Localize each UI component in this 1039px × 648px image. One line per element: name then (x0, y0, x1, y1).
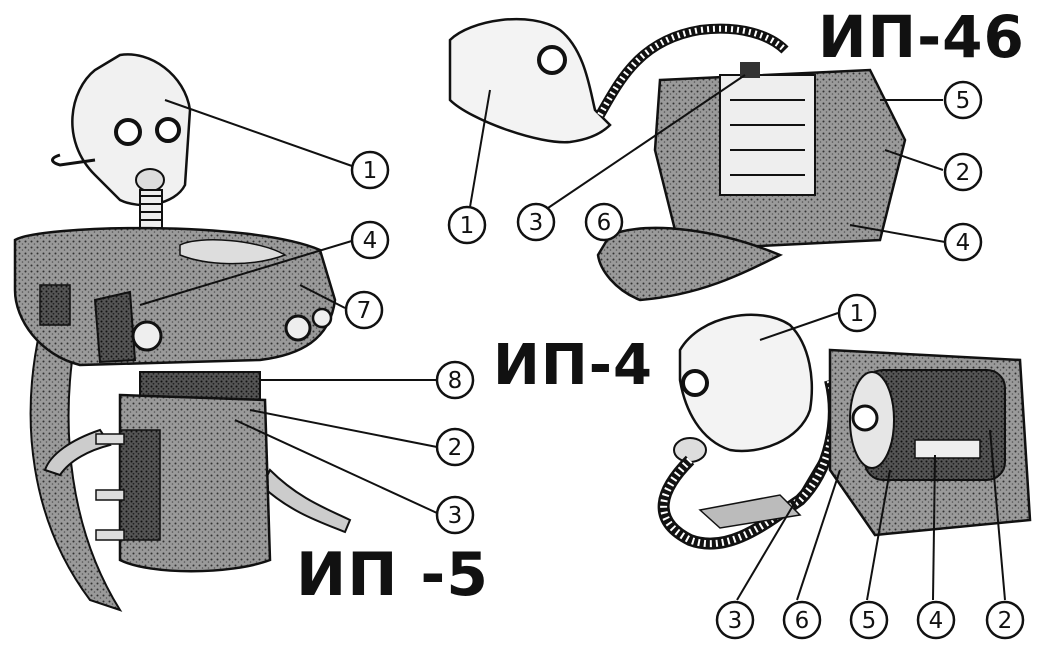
callout-circle-ip4-2 (985, 600, 1025, 640)
callout-circle-ip46-5 (943, 80, 983, 120)
callout-circle-ip5-7 (344, 290, 384, 330)
callout-circle-ip5-2 (435, 427, 475, 467)
callout-number-ip4-5: 5 (862, 608, 877, 634)
ip5-callouts (139, 99, 438, 514)
callout-circle-ip4-1 (837, 293, 877, 333)
callout-circles: 1 4 7 8 2 3 1 3 6 5 2 4 1 3 6 5 4 2 (344, 80, 1025, 640)
callout-circle-ip4-3 (715, 600, 755, 640)
callout-circle-ip5-1 (350, 150, 390, 190)
callout-number-ip4-4: 4 (929, 608, 944, 634)
title-ip5: ИП -5 (296, 540, 489, 610)
callout-number-ip4-3: 3 (728, 608, 743, 634)
callout-number-ip4-2: 2 (998, 608, 1013, 634)
callout-circle-ip5-3 (435, 495, 475, 535)
ip5-apparatus (13, 53, 352, 612)
callout-circle-ip5-8 (435, 360, 475, 400)
callout-number-ip5-1: 1 (363, 158, 378, 184)
callout-number-ip5-8: 8 (448, 368, 463, 394)
callout-number-ip5-7: 7 (357, 298, 372, 324)
callout-circle-ip46-4 (943, 222, 983, 262)
callout-number-ip46-6: 6 (597, 210, 612, 236)
callout-number-ip5-2: 2 (448, 435, 463, 461)
callout-circle-ip46-2 (943, 152, 983, 192)
callout-circle-ip4-4 (916, 600, 956, 640)
callout-number-ip4-1: 1 (850, 301, 865, 327)
callout-number-ip46-4: 4 (956, 230, 971, 256)
callout-circle-ip4-6 (782, 600, 822, 640)
ip46-apparatus (448, 17, 907, 302)
callout-number-ip5-3: 3 (448, 503, 463, 529)
callout-number-ip5-4: 4 (363, 228, 378, 254)
callout-number-ip46-2: 2 (956, 160, 971, 186)
callout-circle-ip46-6 (584, 202, 624, 242)
callout-circle-ip46-1 (447, 205, 487, 245)
callout-circle-ip4-5 (849, 600, 889, 640)
ip4-callouts (736, 312, 1006, 601)
callout-circle-ip46-3 (516, 202, 556, 242)
title-ip4: ИП-4 (493, 333, 653, 398)
callout-number-ip46-5: 5 (956, 88, 971, 114)
callout-number-ip46-1: 1 (460, 213, 475, 239)
callout-circle-ip5-4 (350, 220, 390, 260)
ip4-apparatus (657, 313, 1032, 550)
title-ip46: ИП-46 (818, 3, 1025, 71)
callout-number-ip46-3: 3 (529, 210, 544, 236)
callout-number-ip4-6: 6 (795, 608, 810, 634)
